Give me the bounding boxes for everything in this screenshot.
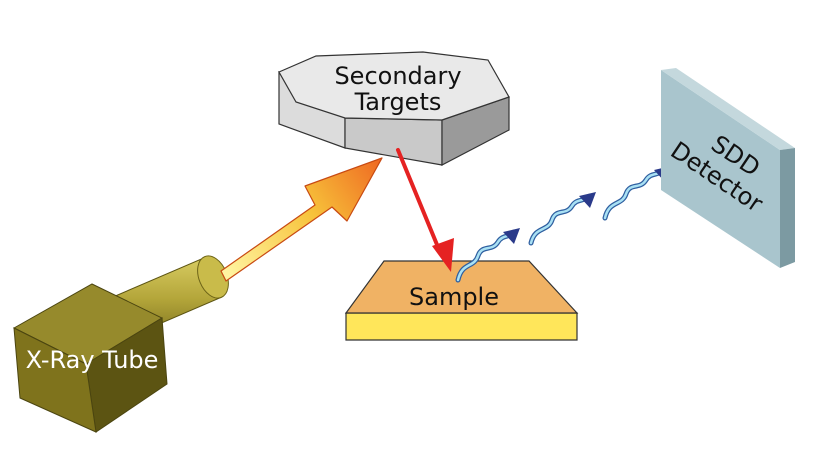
secondary-targets: Secondary Targets: [278, 51, 510, 166]
sample: Sample: [344, 260, 579, 341]
fluorescence-wave-1: [455, 228, 520, 283]
secondary-targets-label-line2: Targets: [354, 88, 442, 116]
fluorescence-wave-2: [528, 192, 596, 246]
primary-beam-arrow: [220, 157, 383, 282]
secondary-beam-arrow: [396, 148, 454, 272]
xray-tube-box: [12, 283, 168, 433]
fluorescence-waves: [455, 166, 671, 283]
xray-tube: X-Ray Tube: [12, 255, 229, 433]
sample-label: Sample: [409, 283, 499, 311]
secondary-targets-label-line1: Secondary: [334, 62, 461, 90]
sdd-detector: SDD Detector: [661, 68, 795, 268]
xray-tube-label: X-Ray Tube: [26, 346, 159, 374]
